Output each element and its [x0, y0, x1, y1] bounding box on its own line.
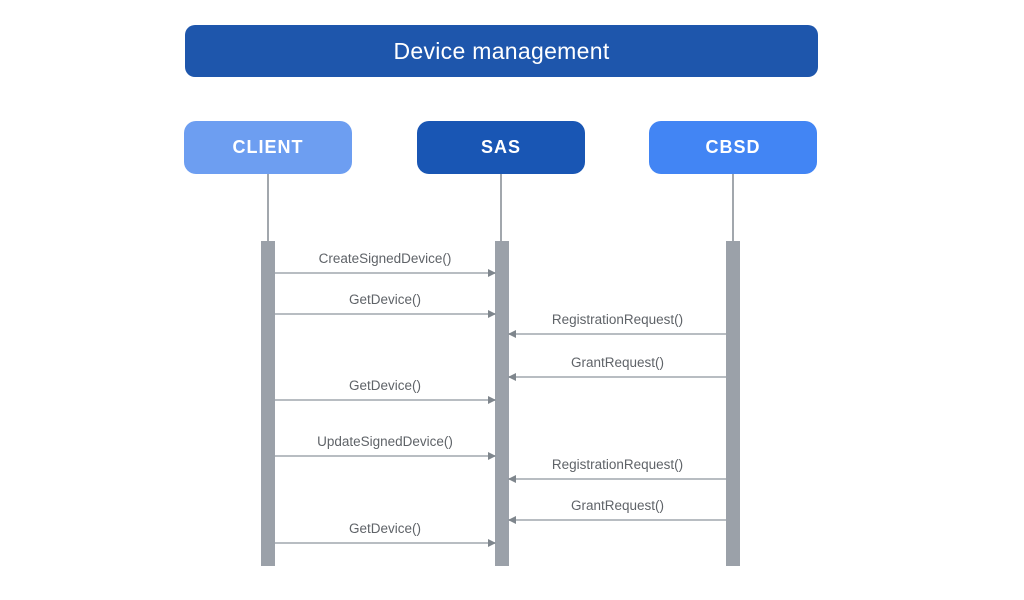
arrowhead-left-icon [508, 474, 516, 483]
actor-box-client: CLIENT [184, 121, 352, 174]
message-arrow-line [275, 542, 495, 544]
activation-bar-sas [495, 241, 509, 566]
message-label: RegistrationRequest() [551, 457, 684, 472]
message-registration-request-2: RegistrationRequest() [508, 457, 726, 483]
message-label: CreateSignedDevice() [318, 251, 452, 266]
message-label: GrantRequest() [570, 498, 665, 513]
lifeline-client [267, 174, 269, 241]
activation-bar-client [261, 241, 275, 566]
actor-label-client: CLIENT [232, 137, 304, 157]
message-arrow-line [275, 272, 495, 274]
actor-label-cbsd: CBSD [705, 137, 761, 157]
message-get-device-2: GetDevice() [275, 378, 496, 404]
message-get-device-3: GetDevice() [275, 521, 496, 547]
lifeline-sas [500, 174, 502, 241]
message-arrow-line [275, 313, 495, 315]
arrowhead-left-icon [508, 329, 516, 338]
actor-box-sas: SAS [417, 121, 585, 174]
message-create-signed-device: CreateSignedDevice() [275, 251, 496, 277]
actor-label-sas: SAS [480, 137, 521, 157]
message-label: GetDevice() [348, 521, 421, 536]
message-get-device-1: GetDevice() [275, 292, 496, 318]
actor-box-cbsd: CBSD [649, 121, 817, 174]
message-label: GrantRequest() [570, 355, 665, 370]
message-label: UpdateSignedDevice() [317, 434, 453, 449]
message-arrow-line [509, 519, 726, 521]
message-grant-request-1: GrantRequest() [508, 355, 726, 381]
message-arrow-line [509, 376, 726, 378]
activation-bar-cbsd [726, 241, 740, 566]
message-arrow-line [509, 478, 726, 480]
lifeline-cbsd [732, 174, 734, 241]
diagram-title: Device management [393, 37, 610, 64]
message-update-signed-device: UpdateSignedDevice() [275, 434, 496, 460]
arrowhead-left-icon [508, 515, 516, 524]
message-label: GetDevice() [348, 292, 421, 307]
arrowhead-right-icon [488, 538, 496, 547]
arrowhead-right-icon [488, 309, 496, 318]
arrowhead-left-icon [508, 372, 516, 381]
message-label: GetDevice() [348, 378, 421, 393]
message-arrow-line [275, 399, 495, 401]
arrowhead-right-icon [488, 395, 496, 404]
diagram-title-bar: Device management [185, 25, 818, 77]
message-grant-request-2: GrantRequest() [508, 498, 726, 524]
message-arrow-line [275, 455, 495, 457]
arrowhead-right-icon [488, 268, 496, 277]
message-registration-request-1: RegistrationRequest() [508, 312, 726, 338]
message-label: RegistrationRequest() [551, 312, 684, 327]
arrowhead-right-icon [488, 451, 496, 460]
message-arrow-line [509, 333, 726, 335]
